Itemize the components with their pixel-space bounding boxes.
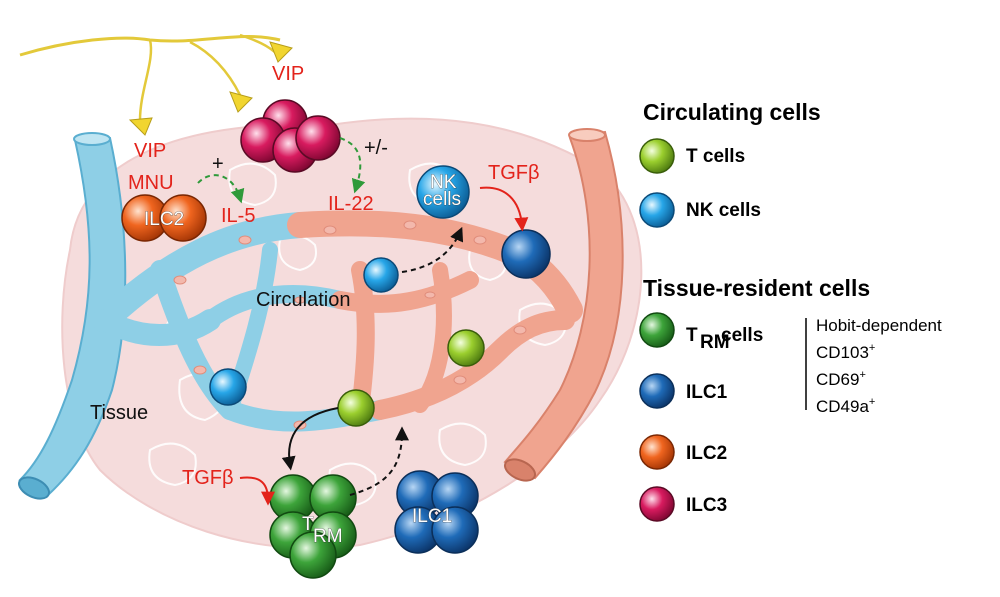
arrow-trm-to-circulation [349, 426, 409, 496]
arrow-nk-to-tissue [401, 226, 464, 273]
nk-cell-circulating [363, 257, 399, 293]
legend-label-ilc2: ILC2 [686, 443, 727, 464]
arrow-mnu-to-il5 [197, 174, 245, 204]
legend-label-ilc3: ILC3 [686, 495, 727, 516]
label-trm-cell-main: T [302, 514, 314, 535]
legend: Circulating cells T cells NK cells Tissu… [639, 99, 942, 522]
legend-label-trm-main: T [686, 325, 698, 346]
red-blood-cells [173, 220, 537, 430]
nk-cell-vein [209, 368, 247, 406]
legend-swatch-ilc1 [639, 373, 675, 409]
legend-marker-hobit: Hobit-dependent [816, 316, 942, 335]
label-trm-cell-sub: RM [313, 526, 343, 547]
legend-label-t-cells: T cells [686, 146, 745, 167]
label-plus: + [212, 153, 224, 175]
arrow-tgfb-nk [479, 186, 529, 232]
label-tgfb-top: TGFβ [488, 162, 540, 184]
label-nk-cell-line1: NK [430, 172, 457, 193]
label-il5: IL-5 [221, 205, 255, 227]
legend-label-ilc1: ILC1 [686, 382, 728, 403]
legend-swatch-ilc2 [639, 434, 675, 470]
legend-label-nk-cells: NK cells [686, 200, 761, 221]
vein [18, 132, 127, 500]
legend-swatch-ilc3 [639, 486, 675, 522]
ilc3-cluster [240, 99, 341, 173]
legend-marker-cd103: CD103+ [816, 342, 875, 362]
legend-marker-cd49a: CD49a+ [816, 396, 875, 416]
label-ilc1-cell: ILC1 [412, 506, 452, 527]
label-nk-cell-line2: cells [423, 189, 461, 210]
t-cell-artery [447, 329, 485, 367]
arrow-tgfb-trm [239, 476, 275, 506]
arrows [197, 137, 529, 506]
label-tissue: Tissue [90, 402, 148, 424]
ilc1-cell-top [501, 229, 551, 279]
legend-label-trm-sub: RM [700, 332, 730, 353]
label-tgfb-bottom: TGFβ [182, 467, 234, 489]
legend-label-trm-tail: cells [721, 325, 763, 346]
label-circulation: Circulation [256, 289, 350, 311]
label-plus-minus: +/- [364, 137, 388, 159]
nk-cell-labeled [416, 165, 470, 219]
ilc1-cluster [394, 470, 479, 554]
label-vip-left: VIP [134, 140, 166, 162]
label-ilc2-cell: ILC2 [144, 209, 184, 230]
artery [503, 128, 624, 482]
trm-cluster [269, 474, 357, 579]
label-vip-top: VIP [272, 63, 304, 85]
legend-marker-cd69: CD69+ [816, 369, 866, 389]
legend-swatch-nk-cells [639, 192, 675, 228]
arrow-t-cell-to-trm [281, 407, 339, 471]
label-il22: IL-22 [328, 193, 374, 215]
legend-resident-title: Tissue-resident cells [643, 275, 870, 301]
t-cell-exiting [337, 389, 375, 427]
legend-circulating-title: Circulating cells [643, 99, 821, 125]
label-mnu: MNU [128, 172, 174, 194]
legend-swatch-trm-cells [639, 312, 675, 348]
legend-swatch-t-cells [639, 138, 675, 174]
ilc2-cell [121, 194, 207, 242]
neuron [19, 33, 293, 136]
